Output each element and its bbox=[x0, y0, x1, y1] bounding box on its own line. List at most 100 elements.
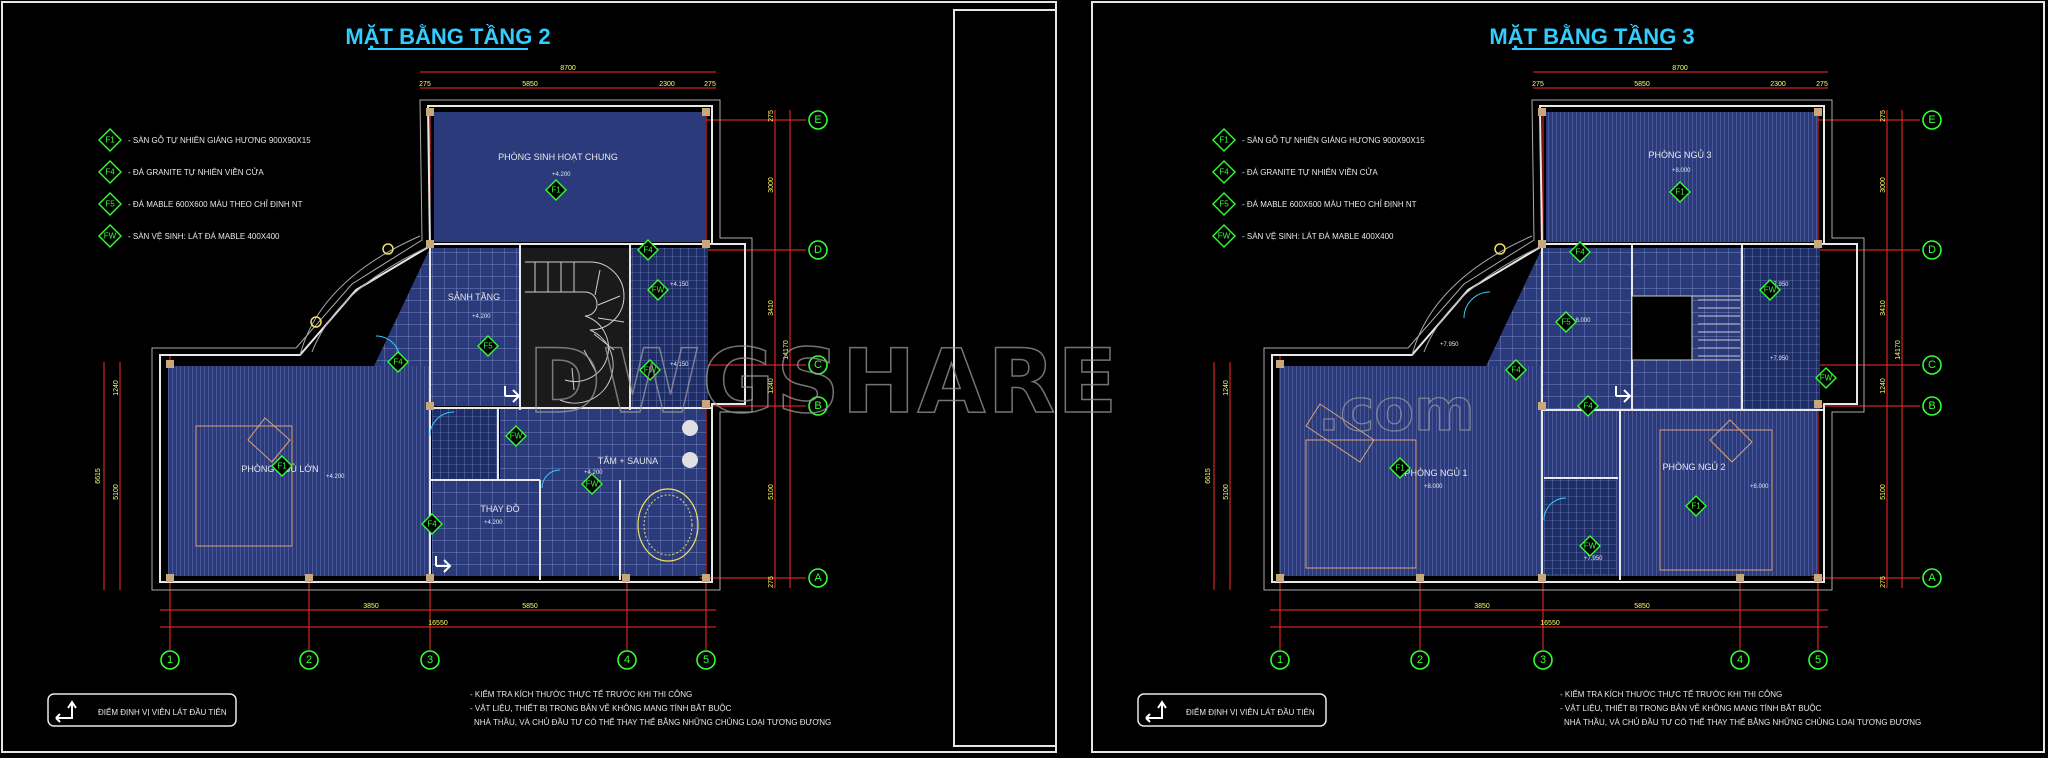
watermark-main: DWGSHARE bbox=[528, 330, 1119, 433]
material-tag-icon: FW bbox=[581, 473, 603, 495]
svg-text:F4: F4 bbox=[1511, 366, 1521, 375]
dim-text: 5100 bbox=[768, 484, 775, 500]
svg-text:3: 3 bbox=[427, 654, 433, 666]
svg-text:F4: F4 bbox=[1575, 248, 1585, 257]
material-legend: F1 - SÀN GỖ TỰ NHIÊN GIÁNG HƯƠNG 900X90X… bbox=[1212, 128, 1425, 248]
level-mark: +7.950 bbox=[1440, 342, 1459, 348]
material-tag-icon: FW bbox=[639, 359, 661, 381]
level-mark: +7.950 bbox=[1770, 282, 1789, 288]
material-legend: F1 - SÀN GỖ TỰ NHIÊN GIÁNG HƯƠNG 900X90X… bbox=[98, 128, 311, 248]
balcony-curve bbox=[1411, 235, 1533, 356]
dim-text: 2300 bbox=[1770, 81, 1786, 88]
svg-text:F5: F5 bbox=[105, 200, 115, 209]
general-notes: - KIỂM TRA KÍCH THƯỚC THỰC TẾ TRƯỚC KHI … bbox=[470, 689, 831, 727]
chair bbox=[1709, 419, 1753, 463]
level-mark: +8.000 bbox=[1672, 168, 1691, 174]
axis-bubble: 1 bbox=[1270, 650, 1290, 670]
svg-text:5: 5 bbox=[703, 654, 709, 666]
level-mark: +4.150 bbox=[670, 362, 689, 368]
floor-master-bedroom bbox=[168, 366, 430, 576]
light-point bbox=[382, 243, 394, 255]
svg-text:FW: FW bbox=[1218, 232, 1231, 241]
svg-text:B: B bbox=[1928, 400, 1935, 412]
floor-wc bbox=[630, 248, 708, 408]
chair bbox=[1305, 403, 1375, 463]
chair bbox=[247, 417, 291, 463]
svg-text:F4: F4 bbox=[105, 168, 115, 177]
dim-text: 8700 bbox=[560, 65, 576, 72]
general-notes: - KIỂM TRA KÍCH THƯỚC THỰC TẾ TRƯỚC KHI … bbox=[1560, 689, 1921, 727]
floor-living-room bbox=[434, 112, 706, 242]
grid-axis-markers: 1 2 3 4 5 E D C B A bbox=[160, 110, 828, 670]
dim-text: 275 bbox=[1816, 81, 1828, 88]
legend-tag-icon: F4 bbox=[98, 160, 122, 184]
legend-item: - SÀN GỖ TỰ NHIÊN GIÁNG HƯƠNG 900X90X15 bbox=[1242, 136, 1425, 145]
svg-text:4: 4 bbox=[624, 654, 630, 666]
axis-bubble: C bbox=[808, 355, 828, 375]
svg-text:FW: FW bbox=[652, 286, 665, 295]
legend-tag-icon: F1 bbox=[98, 128, 122, 152]
axis-bubble: A bbox=[1922, 568, 1942, 588]
dim-text: 3000 bbox=[768, 177, 775, 193]
start-arrow-icon bbox=[55, 700, 77, 723]
note-line: NHÀ THẦU, VÀ CHỦ ĐẦU TƯ CÓ THỂ THAY THẾ … bbox=[1564, 717, 1921, 727]
material-tag-icon: F4 bbox=[1505, 359, 1527, 381]
floor-lobby bbox=[1486, 248, 1632, 410]
legend-item: - SÀN VỆ SINH: LÁT ĐÁ MABLE 400X400 bbox=[128, 232, 280, 241]
dim-text: 3000 bbox=[1880, 177, 1887, 193]
material-tag-icon: FW bbox=[1759, 279, 1781, 301]
level-mark: +7.950 bbox=[1584, 556, 1603, 562]
material-tag-icon: F4 bbox=[1577, 395, 1599, 417]
note-line: - VẬT LIỆU, THIẾT BỊ TRONG BẢN VẼ KHÔNG … bbox=[470, 703, 732, 713]
start-note-text: ĐIỂM ĐỊNH VỊ VIÊN LÁT ĐẦU TIÊN bbox=[1186, 707, 1315, 717]
svg-text:E: E bbox=[814, 114, 821, 126]
start-note-box: ĐIỂM ĐỊNH VỊ VIÊN LÁT ĐẦU TIÊN bbox=[47, 693, 237, 727]
level-mark: +4.200 bbox=[326, 474, 345, 480]
dim-text: 6615 bbox=[95, 468, 102, 484]
dim-text: 5850 bbox=[1634, 603, 1650, 610]
axis-bubble: B bbox=[1922, 396, 1942, 416]
dim-text: 1240 bbox=[768, 378, 775, 394]
room-label: TẮM + SAUNA bbox=[598, 456, 658, 466]
dim-text: 275 bbox=[1880, 110, 1887, 122]
svg-text:4: 4 bbox=[1737, 654, 1743, 666]
balcony-curve bbox=[1423, 247, 1539, 353]
dim-text: 275 bbox=[704, 81, 716, 88]
material-tag-icon: F4 bbox=[387, 351, 409, 373]
dim-text: 14170 bbox=[1895, 340, 1902, 360]
legend-tag-icon: F5 bbox=[1212, 192, 1236, 216]
grid-axis-markers: 1 2 3 4 5 E D C B A bbox=[1270, 110, 1942, 670]
start-point-icon bbox=[504, 386, 521, 403]
axis-bubble: E bbox=[808, 110, 828, 130]
dim-text: 2300 bbox=[659, 81, 675, 88]
dim-text: 5100 bbox=[1223, 484, 1230, 500]
balcony-curve bbox=[311, 247, 427, 353]
floor-plan-2: PHÒNG SINH HOẠT CHUNG SẢNH TẦNG PHÒNG NG… bbox=[151, 99, 753, 591]
svg-text:F5: F5 bbox=[483, 342, 493, 351]
material-tag-icon: F4 bbox=[421, 513, 443, 535]
svg-text:D: D bbox=[1928, 244, 1936, 256]
floor-wc-small bbox=[432, 408, 498, 480]
floor-wc-bed bbox=[1544, 478, 1616, 574]
room-label: PHÒNG NGỦ 2 bbox=[1662, 461, 1725, 472]
room-label: PHÒNG NGỦ 1 bbox=[1404, 467, 1467, 478]
svg-text:F4: F4 bbox=[1583, 402, 1593, 411]
svg-text:F1: F1 bbox=[1675, 188, 1685, 197]
svg-text:F4: F4 bbox=[1219, 168, 1229, 177]
svg-text:F1: F1 bbox=[1395, 464, 1405, 473]
level-mark: +4.200 bbox=[472, 314, 491, 320]
svg-text:A: A bbox=[1928, 572, 1936, 584]
dim-text: 16550 bbox=[1540, 620, 1560, 627]
material-tag-icon: F5 bbox=[1555, 311, 1577, 333]
dim-text: 5100 bbox=[113, 484, 120, 500]
sheet-title: MẶT BẰNG TẦNG 3 bbox=[1489, 24, 1694, 49]
axis-bubble: 2 bbox=[299, 650, 319, 670]
svg-text:C: C bbox=[814, 359, 822, 371]
axis-bubble: 5 bbox=[696, 650, 716, 670]
svg-text:1: 1 bbox=[1277, 654, 1283, 666]
axis-bubble: 4 bbox=[1730, 650, 1750, 670]
material-tag-icon: F1 bbox=[271, 455, 293, 477]
dim-text: 3410 bbox=[1880, 300, 1887, 316]
svg-text:5: 5 bbox=[1815, 654, 1821, 666]
note-line: - KIỂM TRA KÍCH THƯỚC THỰC TẾ TRƯỚC KHI … bbox=[1560, 689, 1782, 699]
